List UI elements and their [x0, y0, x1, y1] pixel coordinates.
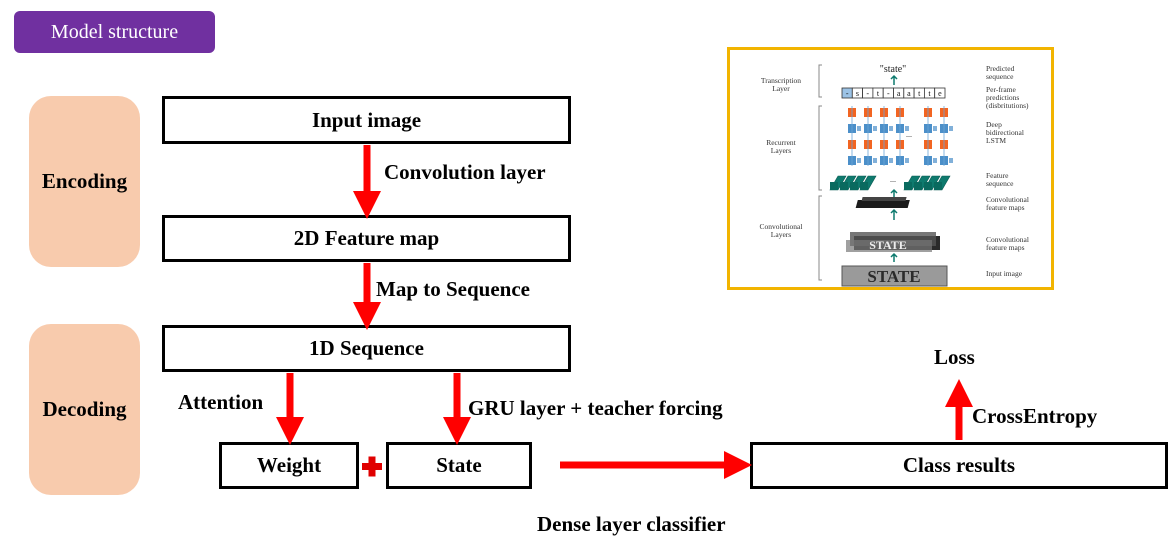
conv-feature-map-small [855, 197, 910, 208]
feature-sequence-blocks [829, 175, 951, 191]
frame-char: t [918, 89, 921, 98]
feature-block-side [830, 182, 838, 190]
feature-block-side [850, 182, 858, 190]
attention-label: Attention [178, 390, 264, 414]
input-image-box: Input image [162, 96, 571, 144]
lstm-cell [857, 126, 861, 131]
lstm-cell [889, 126, 893, 131]
conv-up-arrow-3-icon [890, 252, 898, 262]
frame-char: - [846, 89, 849, 98]
class-results-box: Class results [750, 442, 1168, 489]
transcription-layer-label: Transcription Layer [760, 76, 802, 93]
conv-map-word: STATE [869, 238, 907, 252]
deep-lstm-label: Deep bidirectional LSTM [986, 120, 1024, 145]
predicted-sequence-label: Predicted sequence [986, 64, 1015, 81]
decoding-phase-label: Decoding [29, 324, 140, 495]
conv-up-arrow-1-icon [890, 188, 898, 198]
sequence-box: 1D Sequence [162, 325, 571, 372]
lstm-cell [933, 158, 937, 163]
feature-block-side [924, 182, 932, 190]
lstm-grid [848, 106, 953, 166]
gru-teacher-forcing-label: GRU layer + teacher forcing [468, 396, 723, 420]
frame-char: a [897, 89, 901, 98]
convolutional-layers-label: Convolutional Layers [759, 222, 803, 239]
conv-feature-maps-label-1: Convolutional feature maps [986, 195, 1029, 212]
predicted-word: "state" [880, 64, 907, 75]
lstm-cell [933, 126, 937, 131]
feature-block-side [914, 182, 922, 190]
feature-sequence-label: Feature sequence [986, 171, 1014, 188]
frame-char: a [907, 89, 911, 98]
input-image-thumbnail: STATE [841, 265, 948, 287]
feature-block-side [860, 182, 868, 190]
frame-char: t [877, 89, 880, 98]
feature-block-side [904, 182, 912, 190]
lstm-cell [873, 158, 877, 163]
plus-icon [362, 456, 382, 477]
input-image-word: STATE [867, 267, 920, 286]
lstm-ellipsis: ... [906, 130, 912, 139]
frame-char: e [938, 89, 942, 98]
weight-box: Weight [219, 442, 359, 489]
frame-char: - [887, 89, 890, 98]
dense-layer-classifier-label: Dense layer classifier [537, 512, 726, 536]
conv-feature-maps-label-2: Convolutional feature maps [986, 235, 1029, 252]
lstm-cell [857, 158, 861, 163]
per-frame-predictions-label: Per-frame predictions (disbritutions) [986, 85, 1029, 110]
conv-feature-map-large: STATE [846, 232, 940, 252]
recurrent-layers-label: Recurrent Layers [766, 138, 796, 155]
frame-char: t [928, 89, 931, 98]
frame-char: s [856, 89, 859, 98]
crossentropy-label: CrossEntropy [972, 404, 1098, 428]
page-title: Model structure [14, 11, 215, 53]
lstm-cell [873, 126, 877, 131]
frame-cell [934, 87, 946, 99]
lstm-cell [949, 126, 953, 131]
lstm-cell [949, 158, 953, 163]
lstm-cell [905, 126, 909, 131]
predicted-arrow-icon [890, 74, 898, 85]
loss-label: Loss [934, 345, 975, 369]
encoding-phase-label: Encoding [29, 96, 140, 267]
map-to-sequence-label: Map to Sequence [376, 277, 530, 301]
lstm-cell [905, 158, 909, 163]
convolution-layer-label: Convolution layer [384, 160, 546, 184]
feature-ellipsis: ... [890, 175, 896, 184]
feature-block-side [840, 182, 848, 190]
lstm-cell [889, 158, 893, 163]
input-image-small-label: Input image [986, 269, 1023, 278]
feature-block-side [934, 182, 942, 190]
crnn-architecture-figure: Transcription Layer Recurrent Layers Con… [727, 47, 1054, 290]
conv-up-arrow-2-icon [890, 208, 898, 220]
feature-map-box: 2D Feature map [162, 215, 571, 262]
frame-char: - [866, 89, 869, 98]
